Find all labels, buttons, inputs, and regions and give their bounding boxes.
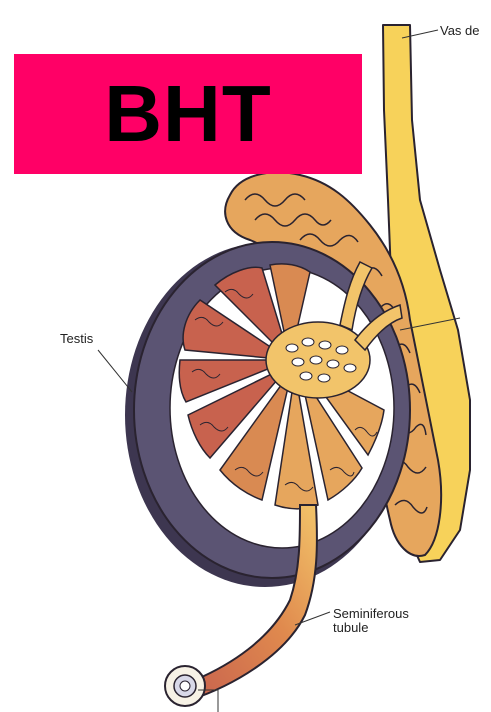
vas-deferens-label: Vas de	[440, 24, 480, 38]
tubule-lumen	[180, 681, 190, 691]
banner-text: BHT	[104, 68, 271, 160]
banner: BHT	[14, 54, 362, 174]
testis-label: Testis	[60, 332, 93, 346]
seminiferous-tubule-label: Seminiferous tubule	[333, 607, 433, 635]
